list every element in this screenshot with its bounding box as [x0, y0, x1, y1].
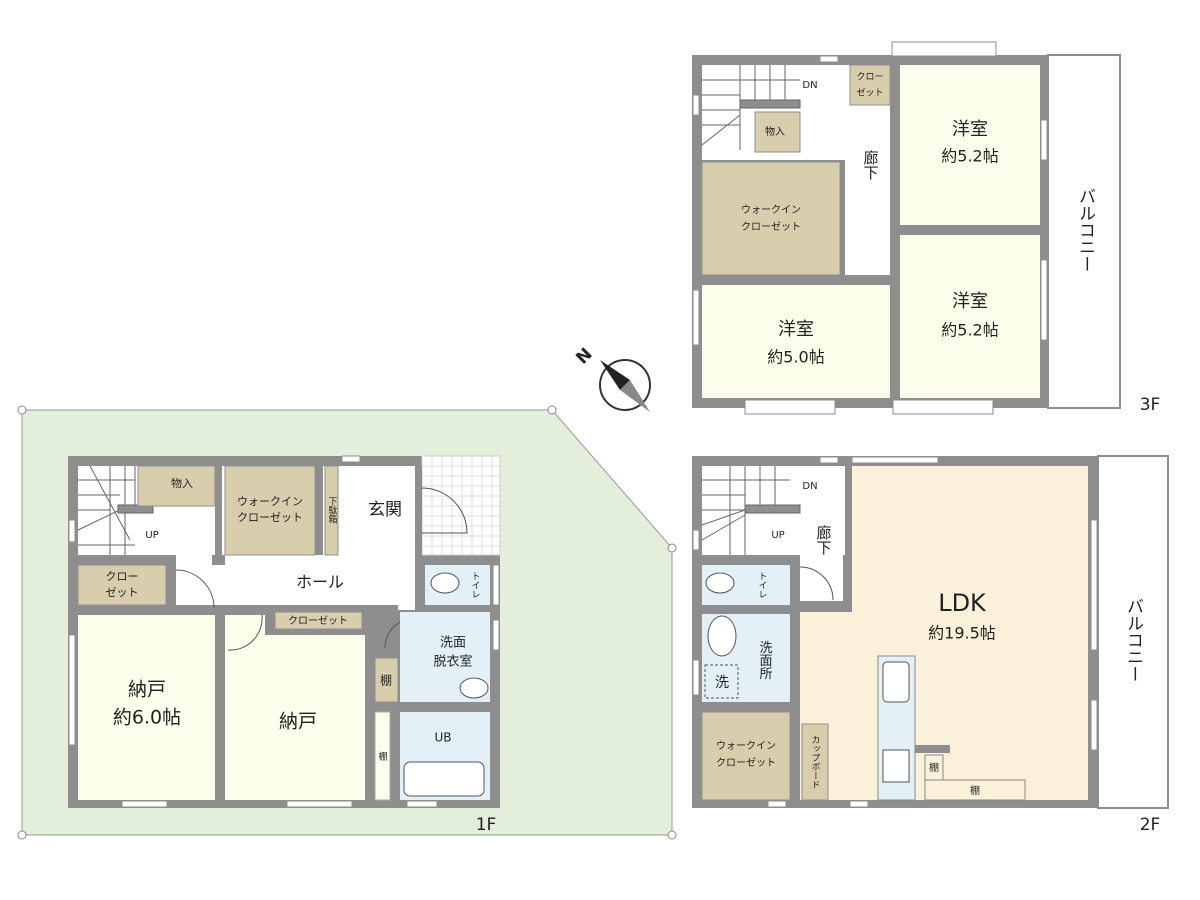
storeroom-1-size: 約6.0帖 [113, 707, 181, 729]
floor-2f: バルコニー DN UP 廊下 トイレ 洗 洗面所 ウォークイン クローゼット L… [692, 455, 1169, 835]
windows-2f [692, 456, 1098, 808]
room3-label: 洋室 [778, 319, 814, 340]
closet-b-label: クローゼット [288, 615, 348, 627]
dn-label-3f: DN [802, 80, 817, 91]
walk-in-closet-2f[interactable] [701, 711, 791, 801]
lot-corners [17, 405, 677, 840]
porch-tiles [421, 455, 501, 556]
shelf-b-1f[interactable] [374, 711, 391, 801]
storage-3f-label: 物入 [765, 125, 785, 138]
windows-3f [692, 41, 1048, 415]
storage-1f-label: 物入 [171, 476, 193, 490]
shelf-a-2f-label: 棚 [929, 761, 939, 774]
kitchen-sink-icon [882, 661, 910, 703]
walk-in-closet-3f[interactable] [701, 161, 841, 276]
windows-1f [68, 455, 500, 808]
wic-1f-label-2: クローゼット [237, 511, 303, 524]
toilet-icon-2f [705, 572, 735, 594]
storage-1f[interactable] [137, 465, 216, 507]
floor-label-2f: 2F [1140, 815, 1161, 835]
closet-3f[interactable] [849, 64, 891, 106]
ldk-size: 約19.5帖 [928, 624, 996, 643]
closet-a-label-2: ゼット [106, 586, 139, 599]
western-room-2[interactable] [900, 235, 1040, 398]
room1-label: 洋室 [952, 119, 988, 140]
storage-3f[interactable] [754, 111, 801, 153]
floor-3f: バルコニー 物入 DN クロー ゼット 廊下 ウォークイン クローゼット 洋室 … [692, 41, 1161, 415]
up-label-1f: UP [145, 530, 158, 541]
room2-size: 約5.2帖 [941, 321, 998, 340]
closet-a-1f[interactable] [77, 564, 167, 606]
sink-icon [459, 677, 489, 699]
walk-in-closet-1f[interactable] [224, 465, 316, 556]
cupboard-label: カップボード [810, 735, 821, 789]
closet-a-label-1: クロー [106, 570, 139, 583]
staircase-1f [77, 465, 154, 555]
staircase-2f [701, 466, 801, 555]
washer-label: 洗 [715, 675, 729, 691]
entrance-label: 玄関 [368, 500, 402, 520]
shoe-box-label: 下駄箱 [327, 497, 338, 525]
wic-2f-label-1: ウォークイン [716, 740, 776, 752]
toilet-2f-label: トイレ [757, 572, 768, 599]
closet-b-1f[interactable] [274, 611, 363, 630]
storeroom-2-label: 納戸 [279, 711, 317, 733]
north-label: N [572, 344, 596, 368]
closet-3f-label-2: ゼット [856, 87, 883, 99]
shelf-b-1f-label: 棚 [378, 751, 387, 763]
balcony-2f [1097, 455, 1169, 809]
toilet-icon [430, 572, 460, 594]
balcony-2f-label: バルコニー [1123, 598, 1143, 683]
washroom-label-1: 洗面 [440, 636, 466, 651]
washroom-label-2: 脱衣室 [433, 654, 472, 670]
floor-label-1f: 1F [476, 815, 497, 835]
ldk-label: LDK [938, 589, 987, 617]
wic-1f-label-1: ウォークイン [237, 495, 303, 508]
storeroom-1-label: 納戸 [128, 679, 166, 701]
shelf-b-2f[interactable] [924, 779, 1026, 801]
bathtub-icon [403, 761, 485, 797]
staircase-3f [701, 65, 801, 150]
balcony-3f-label: バルコニー [1075, 188, 1095, 273]
corridor-3f-label: 廊下 [862, 150, 880, 180]
floor-1f: 物入 UP ウォークイン クローゼット 下駄箱 玄関 クロー ゼット ホール 納… [68, 455, 501, 835]
compass-icon: N [572, 344, 651, 412]
shelf-a-1f-label: 棚 [380, 673, 392, 688]
western-room-1[interactable] [900, 65, 1040, 225]
floor-label-3f: 3F [1140, 395, 1161, 415]
shoe-box[interactable] [324, 465, 339, 556]
washer-space [704, 664, 739, 699]
balcony-3f [1047, 54, 1121, 409]
storeroom-2[interactable] [225, 615, 375, 800]
up-label-2f: UP [771, 530, 784, 541]
shelf-b-2f-label: 棚 [970, 784, 980, 797]
stove-icon [882, 749, 910, 783]
wic-2f-label-2: クローゼット [716, 757, 776, 769]
toilet-1f-label: トイレ [470, 572, 481, 599]
room3-size: 約5.0帖 [767, 348, 824, 367]
dn-label-2f: DN [802, 481, 817, 492]
wic-3f-label-2: クローゼット [741, 221, 801, 233]
corridor-2f-label: 廊下 [815, 525, 833, 555]
bathroom-label: UB [434, 731, 451, 745]
room2-label: 洋室 [952, 291, 988, 312]
hall-label: ホール [296, 573, 344, 592]
wic-3f-label-1: ウォークイン [741, 204, 801, 216]
shelf-a-1f[interactable] [374, 657, 399, 703]
room1-size: 約5.2帖 [941, 147, 998, 166]
washroom-2f-label: 洗面所 [757, 641, 773, 680]
closet-3f-label-1: クロー [856, 72, 883, 83]
western-room-3[interactable] [702, 285, 890, 398]
cupboard[interactable] [801, 723, 829, 801]
sink-icon-2f [707, 615, 737, 657]
storeroom-1[interactable] [78, 615, 215, 800]
